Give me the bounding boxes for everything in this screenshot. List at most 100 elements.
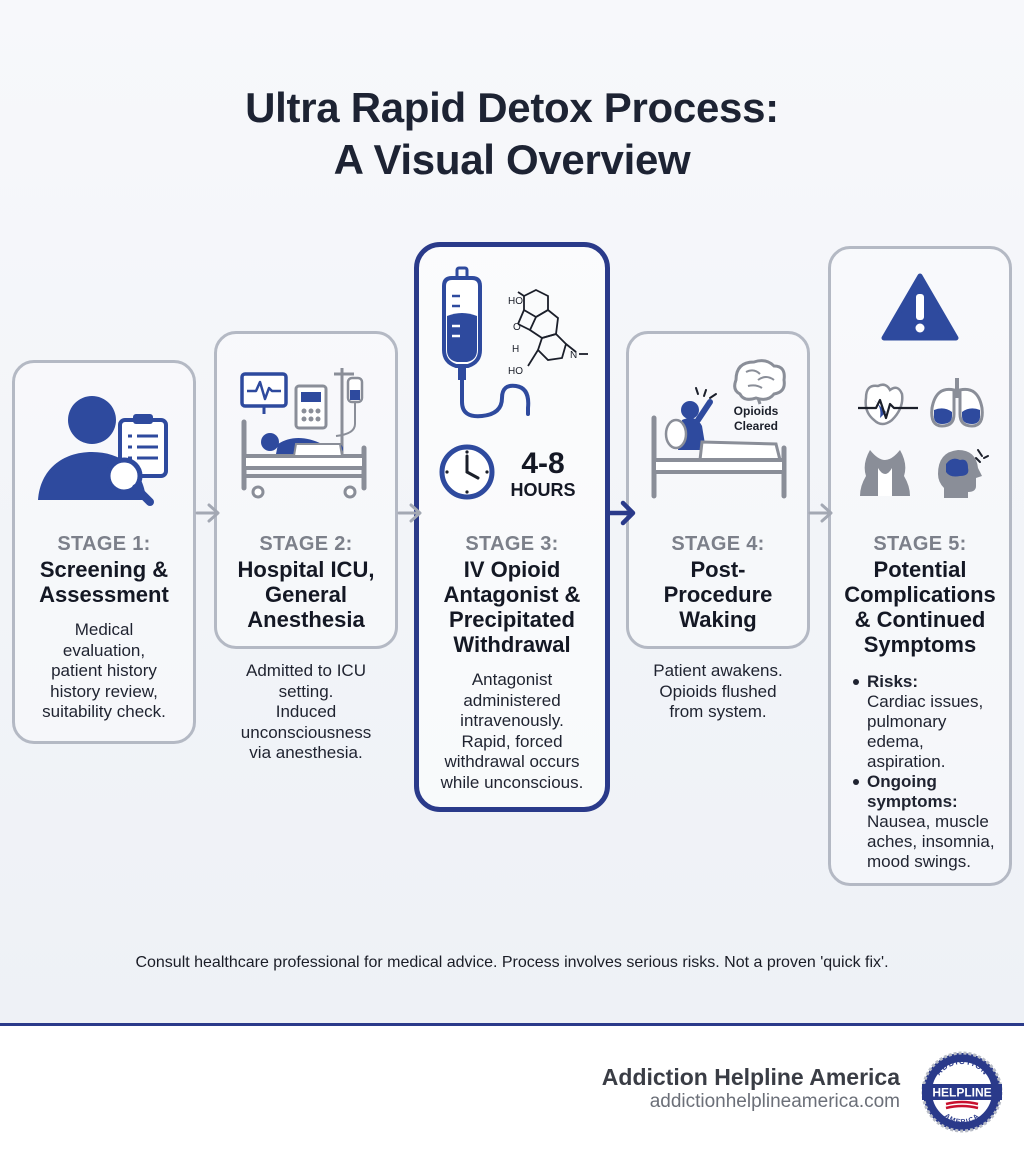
- desc-line: setting.: [278, 681, 334, 701]
- warning-triangle-icon: [881, 273, 959, 341]
- title-line-1: Ultra Rapid Detox Process:: [245, 84, 779, 131]
- doctor-clipboard-magnifier-icon: [38, 396, 168, 506]
- bullet-line: pulmonary: [867, 712, 947, 731]
- title-line: Antagonist &: [443, 582, 581, 607]
- desc-line: Patient awakens.: [653, 661, 783, 680]
- title-line: Screening &: [39, 557, 169, 582]
- molecule-label-h: H: [512, 344, 519, 355]
- throat-neck-icon: [860, 450, 910, 496]
- patient-waking-bed-brain-icon: [651, 359, 787, 499]
- heart-monitor-icon: [240, 372, 288, 414]
- stage-5-label: STAGE 5:: [873, 533, 967, 555]
- brain-icon: [733, 359, 786, 405]
- title-line: General: [265, 582, 347, 607]
- title-line: Complications: [844, 582, 996, 607]
- desc-line: Medical: [74, 620, 134, 639]
- title-line: IV Opioid: [463, 557, 561, 582]
- title-line: Symptoms: [863, 632, 977, 657]
- iv-bag-icon: [442, 266, 531, 419]
- opioid-molecule-icon: HO O H HO N: [508, 288, 588, 377]
- complications-list: Risks: Cardiac issues, pulmonary edema, …: [852, 672, 1012, 872]
- desc-line: Induced: [275, 702, 337, 721]
- bullet-line: edema,: [867, 732, 924, 751]
- molecule-label-ho-bottom: HO: [508, 366, 523, 377]
- molecule-label-n: N: [570, 350, 577, 361]
- bullet-heading: symptoms:: [867, 792, 958, 811]
- title-line: Hospital ICU,: [237, 557, 375, 582]
- desc-line: Opioids flushed: [659, 681, 777, 701]
- arrow-stage-2-to-3: [397, 503, 422, 523]
- title-line: Waking: [679, 607, 757, 632]
- waking-patient-icon: [664, 387, 717, 450]
- heart-ecg-icon: [858, 383, 918, 426]
- bullet-line: Cardiac issues,: [867, 692, 984, 711]
- clock-icon: [439, 444, 495, 500]
- title-line: Assessment: [39, 582, 169, 607]
- desc-line: from system.: [669, 702, 767, 721]
- molecule-label-o: O: [513, 322, 521, 333]
- brand-footer: [0, 1026, 1024, 1154]
- duration-label: 4-8 HOURS: [504, 447, 582, 501]
- medical-device-icon: [294, 384, 328, 430]
- bullet-line: aspiration.: [867, 752, 946, 771]
- title-line: Post-: [690, 557, 746, 582]
- helpline-logo-icon: ADDICTION HELPLINE AMERICA: [921, 1051, 1003, 1133]
- stage-4-title: Post- Procedure Waking: [628, 557, 808, 632]
- bullet-line: aches, insomnia,: [867, 832, 995, 851]
- title-line: Anesthesia: [247, 607, 365, 632]
- page-title: Ultra Rapid Detox Process: A Visual Over…: [0, 82, 1024, 186]
- bullet-line: Nausea, muscle: [867, 812, 989, 831]
- desc-line: administered: [463, 690, 561, 710]
- magnifier-icon: [105, 457, 154, 506]
- bullet-heading: Ongoing: [867, 772, 937, 791]
- badge-line: Cleared: [733, 419, 779, 433]
- footer-divider: [0, 1023, 1024, 1026]
- arrow-stage-4-to-5: [808, 503, 833, 523]
- desc-line: suitability check.: [42, 702, 166, 721]
- bullet-line: mood swings.: [867, 852, 971, 871]
- desc-line: Admitted to ICU: [246, 661, 366, 680]
- desc-line: intravenously.: [460, 711, 564, 730]
- risks-bullet: Risks: Cardiac issues, pulmonary edema, …: [852, 672, 1012, 772]
- iv-bag-molecule-clock-icon: HO O H HO N: [439, 266, 588, 500]
- stage-2-label: STAGE 2:: [259, 533, 353, 555]
- lungs-icon: [930, 378, 984, 428]
- stage-3-title: IV Opioid Antagonist & Precipitated With…: [418, 557, 606, 657]
- stage-4-description: Patient awakens. Opioids flushed from sy…: [620, 661, 816, 723]
- badge-line: Opioids: [733, 404, 779, 418]
- title-line: Procedure: [663, 582, 773, 607]
- desc-line: evaluation,: [62, 640, 146, 660]
- logo-banner-text: HELPLINE: [932, 1086, 991, 1100]
- title-line-2: A Visual Overview: [333, 136, 691, 183]
- head-insomnia-icon: [938, 449, 989, 498]
- arrow-stage-3-to-4: [608, 500, 636, 526]
- desc-line: unconsciousness: [240, 722, 372, 742]
- title-line: & Continued: [854, 607, 986, 632]
- stage-5-title: Potential Complications & Continued Symp…: [822, 557, 1018, 657]
- desc-line: history review,: [50, 681, 158, 701]
- hospital-bed-icon: [241, 419, 367, 499]
- stage-2-description: Admitted to ICU setting. Induced unconsc…: [208, 661, 404, 764]
- molecule-label-ho-top: HO: [508, 296, 523, 307]
- disclaimer-text: Consult healthcare professional for medi…: [135, 954, 889, 971]
- ongoing-symptoms-bullet: Ongoing symptoms: Nausea, muscle aches, …: [852, 772, 1012, 872]
- desc-line: Rapid, forced: [461, 731, 563, 751]
- stage-1-label: STAGE 1:: [57, 533, 151, 555]
- stage-3-label: STAGE 3:: [465, 533, 559, 555]
- brand-name: Addiction Helpline America: [601, 1064, 900, 1090]
- desc-line: while unconscious.: [440, 772, 584, 792]
- stage-2-title: Hospital ICU, General Anesthesia: [216, 557, 396, 632]
- arrow-stage-1-to-2: [195, 503, 220, 523]
- bed-icon: [651, 415, 787, 499]
- desc-line: Antagonist: [471, 670, 553, 689]
- stage-1-description: Medical evaluation, patient history hist…: [14, 620, 194, 723]
- stage-4-label: STAGE 4:: [671, 533, 765, 555]
- desc-line: withdrawal occurs: [444, 752, 580, 771]
- iv-drip-icon: [334, 368, 364, 460]
- bullet-heading: Risks:: [867, 672, 919, 691]
- icu-bed-monitor-iv-icon: [240, 368, 367, 499]
- desc-line: patient history: [51, 661, 157, 680]
- brand-url[interactable]: addictionhelplineamerica.com: [649, 1091, 900, 1112]
- duration-number: 4-8: [521, 447, 565, 480]
- title-line: Potential: [873, 557, 967, 582]
